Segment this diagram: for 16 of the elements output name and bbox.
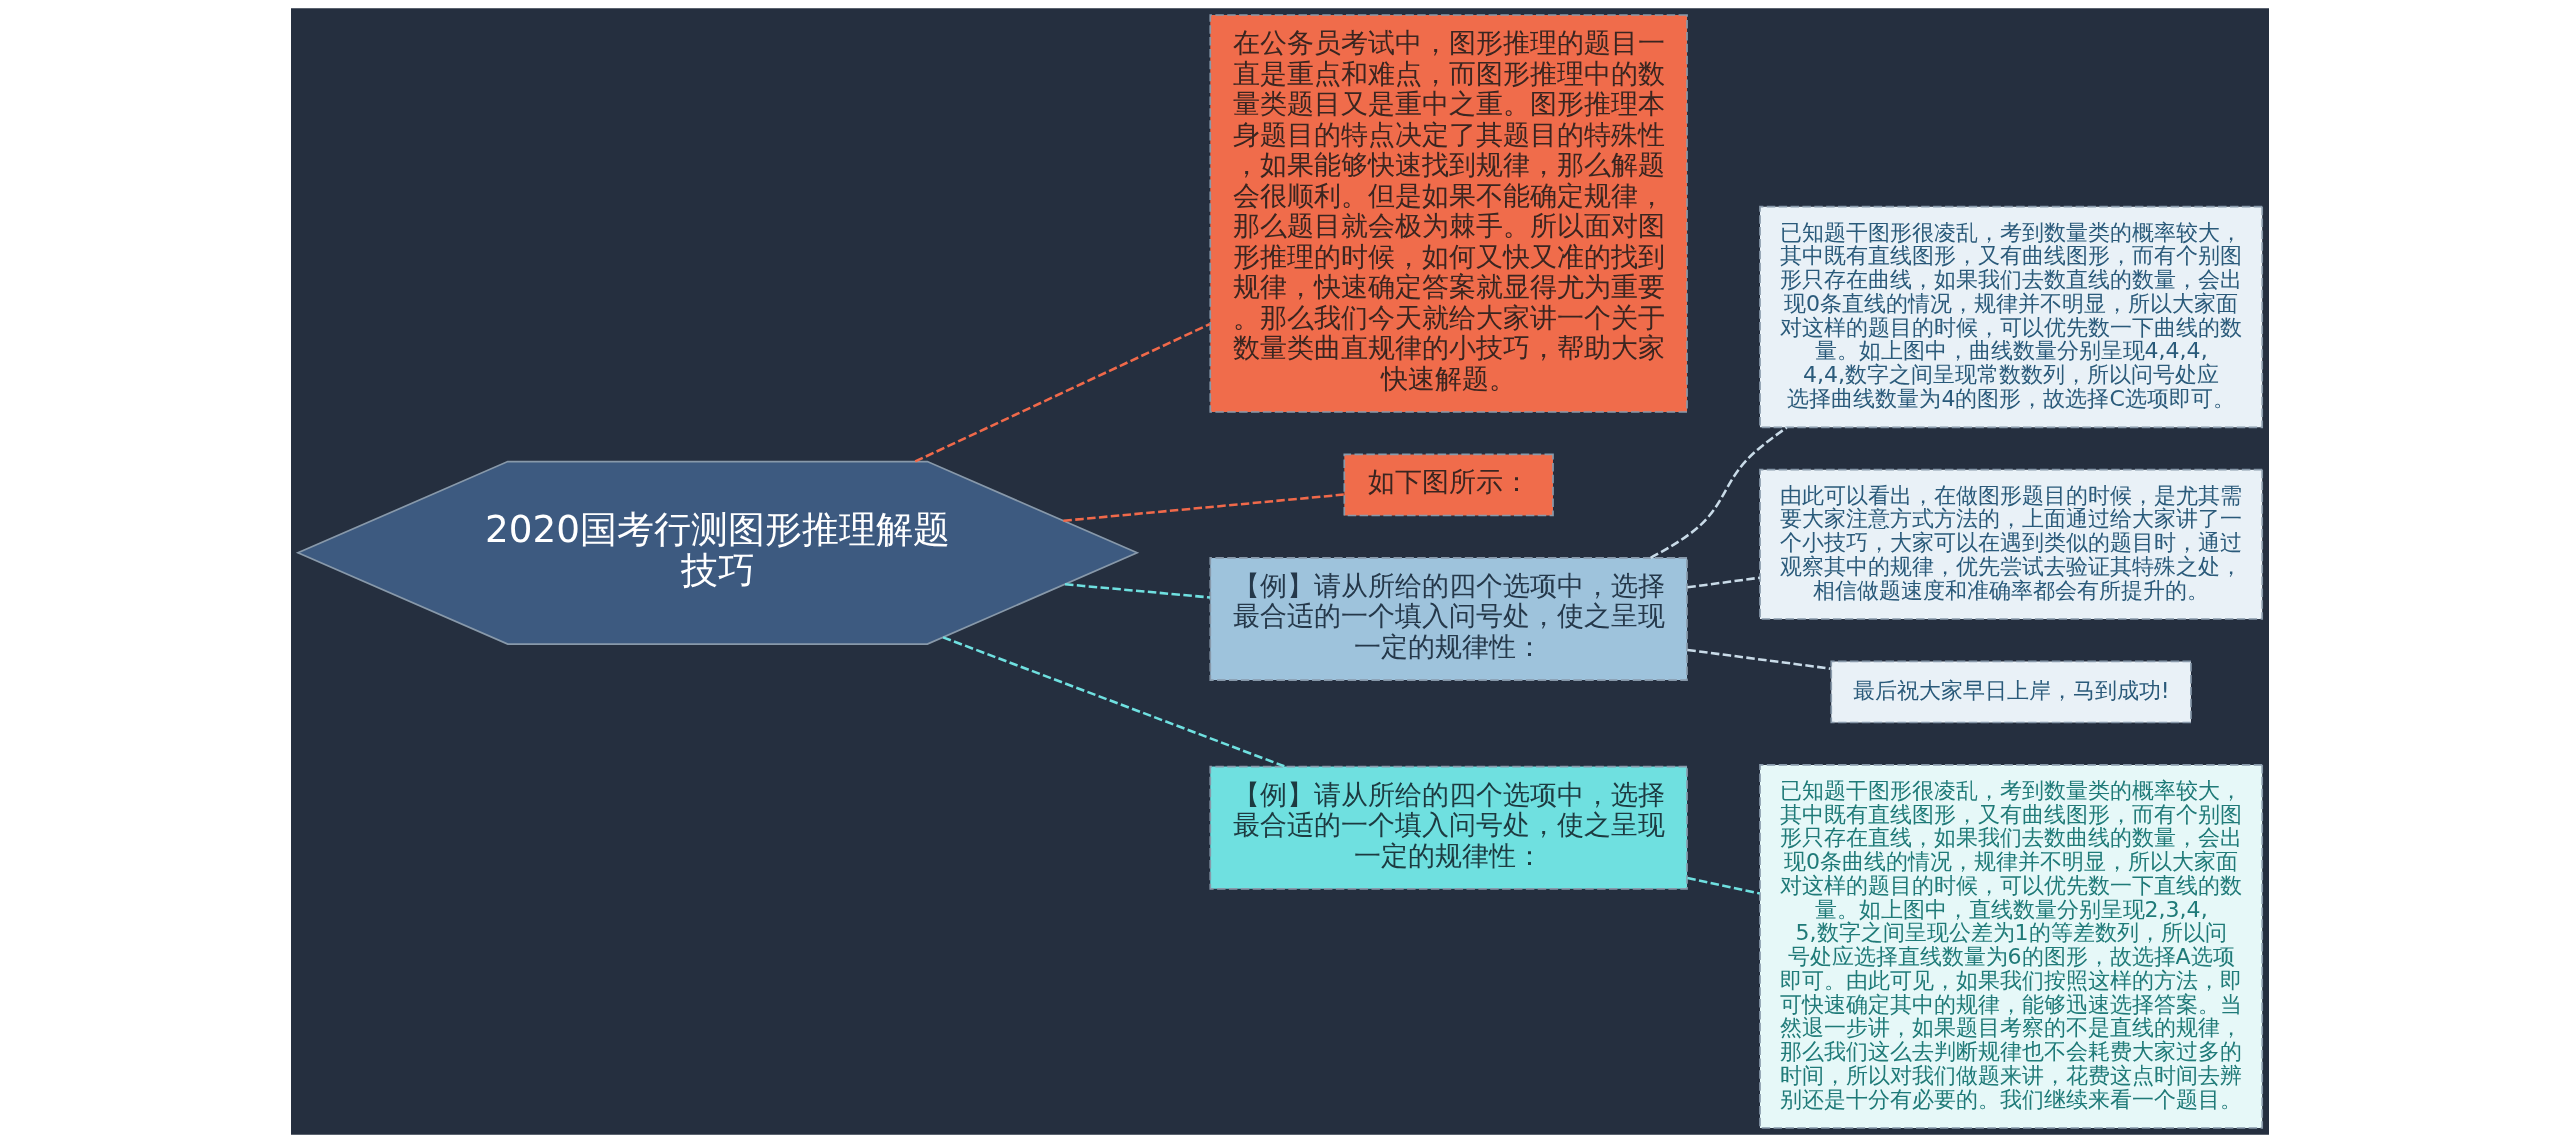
connector	[1687, 648, 1831, 670]
node-box: 最后祝大家早日上岸，马到成功!	[1830, 660, 2192, 724]
node-box: 已知题干图形很凌乱，考到数量类的概率较大，其中既有直线图形，又有曲线图形，而有个别图形只存在直线，如果我们去数曲线的数量，会出现0条曲线的情况，规律并不明显，所以大家面对这样的题目的时候，可以优先数一下直线的数量。如上图中，直线数量分别呈现2,3,4,5,数字之间呈现公差为1的等差数列，所以问号处应选择直线数量为6的图形，故选择A选项即可。由此可见，如果我们按照这样的方法，即可快速确定其中的规律，能够迅速选择答案。当然退一步讲，如果题目考察的不是直线的规律，那么我们这么去判断规律也不会耗费大家过多的时间，所以对我们做题来讲，花费这点时间去辨别还是十分有必要的。我们继续来看一个题目。	[1759, 764, 2264, 1129]
node-box: 在公务员考试中，图形推理的题目一直是重点和难点，而图形推理中的数量类题目又是重中之重。图形推理本身题目的特点决定了其题目的特殊性，如果能够快速找到规律，那么解题会很顺利。但是如果不能确定规律，那么题目就会极为棘手。所以面对图形推理的时候，如何又快又准的找到规律，快速确定答案就显得尤为重要。那么我们今天就给大家讲一个关于数量类曲直规律的小技巧，帮助大家快速解题。	[1209, 14, 1688, 413]
connector	[1687, 876, 1761, 895]
connector	[1650, 426, 1788, 559]
connector	[914, 322, 1211, 463]
connector	[1064, 583, 1211, 599]
node-box: 由此可以看出，在做图形题目的时候，是尤其需要大家注意方式方法的，上面通过给大家讲了一个小技巧，大家可以在遇到类似的题目时，通过观察其中的规律，优先尝试去验证其特殊之处，相信做题速度和准确率都会有所提升的。	[1759, 468, 2264, 620]
connector	[1063, 493, 1344, 522]
connector	[942, 636, 1286, 768]
node-box: 【例】请从所给的四个选项中，选择最合适的一个填入问号处，使之呈现一定的规律性：	[1209, 765, 1688, 890]
node-box: 【例】请从所给的四个选项中，选择最合适的一个填入问号处，使之呈现一定的规律性：	[1209, 557, 1688, 681]
node-box: 如下图所示：	[1343, 453, 1554, 517]
connector	[1687, 576, 1761, 589]
node-box: 已知题干图形很凌乱，考到数量类的概率较大，其中既有直线图形，又有曲线图形，而有个别图形只存在曲线，如果我们去数直线的数量，会出现0条直线的情况，规律并不明显，所以大家面对这样的题目的时候，可以优先数一下曲线的数量。如上图中，曲线数量分别呈现4,4,4,4,4,数字之间呈现常数数列，所以问号处应选择曲线数量为4的图形，故选择C选项即可。	[1759, 205, 2264, 429]
